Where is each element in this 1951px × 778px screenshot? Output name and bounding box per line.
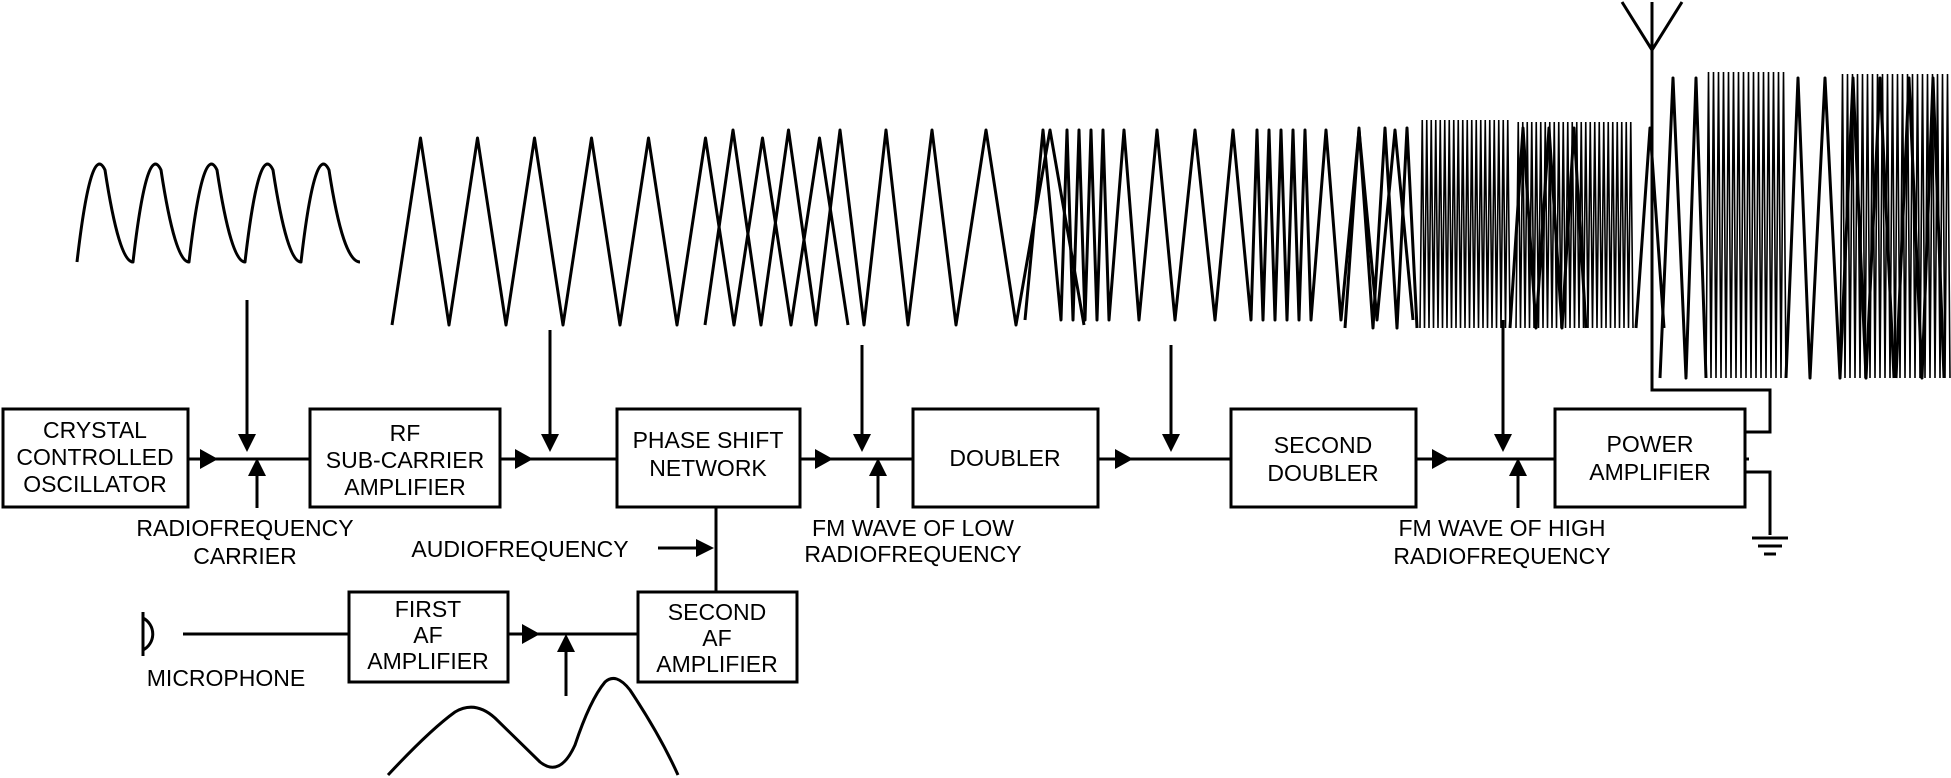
antenna-icon [1620,1,1684,53]
doubler-block: DOUBLER [911,407,1100,509]
svg-text:NETWORK: NETWORK [649,455,767,481]
audiofrequency-label: AUDIOFREQUENCY [411,536,628,562]
ground-icon [1752,536,1788,556]
rf-subcarrier-amplifier-block: RF SUB-CARRIER AMPLIFIER [308,407,502,509]
svg-text:DOUBLER: DOUBLER [949,445,1060,471]
carrier-waveform [75,162,361,264]
waveform-arrows-down [238,300,1512,452]
phase-modulated-waveform [703,128,1086,327]
fm-wave-high-label: FM WAVE OF HIGH RADIOFREQUENCY [1393,515,1610,569]
svg-text:PHASE SHIFT: PHASE SHIFT [633,427,784,453]
amplified-carrier-waveform [390,136,850,327]
svg-text:AMPLIFIER: AMPLIFIER [656,651,777,677]
second-doubler-block: SECOND DOUBLER [1229,407,1418,509]
svg-text:FM WAVE OF HIGH: FM WAVE OF HIGH [1399,515,1606,541]
second-doubler-waveform [1343,119,1666,330]
audio-waveform [386,676,680,777]
svg-text:OSCILLATOR: OSCILLATOR [23,471,167,497]
phase-shift-network-block: PHASE SHIFT NETWORK [615,407,802,509]
svg-text:AMPLIFIER: AMPLIFIER [1589,459,1710,485]
svg-text:CARRIER: CARRIER [193,543,297,569]
svg-text:RADIOFREQUENCY: RADIOFREQUENCY [1393,543,1610,569]
svg-text:SUB-CARRIER: SUB-CARRIER [326,447,484,473]
power-amplifier-waveform [1658,71,1951,380]
microphone-label: MICROPHONE [147,665,305,691]
svg-text:FIRST: FIRST [395,596,461,622]
svg-text:AF: AF [413,622,442,648]
svg-text:RADIOFREQUENCY: RADIOFREQUENCY [136,515,353,541]
svg-text:RADIOFREQUENCY: RADIOFREQUENCY [804,541,1021,567]
first-doubler-waveform [1023,128,1415,322]
svg-text:DOUBLER: DOUBLER [1267,460,1378,486]
svg-text:CRYSTAL: CRYSTAL [43,417,147,443]
svg-text:SECOND: SECOND [1274,432,1372,458]
svg-text:AF: AF [702,625,731,651]
svg-text:SECOND: SECOND [668,599,766,625]
second-af-amplifier-block: SECOND AF AMPLIFIER [636,590,799,684]
power-amplifier-block: POWER AMPLIFIER [1553,407,1747,509]
svg-text:POWER: POWER [1607,431,1694,457]
microphone-icon [141,612,155,656]
test-point-arrows-up [248,458,1527,696]
svg-text:AMPLIFIER: AMPLIFIER [344,474,465,500]
svg-text:AMPLIFIER: AMPLIFIER [367,648,488,674]
svg-text:RF: RF [390,420,421,446]
crystal-oscillator-block: CRYSTAL CONTROLLED OSCILLATOR [1,407,190,509]
first-af-amplifier-block: FIRST AF AMPLIFIER [347,590,510,684]
radiofrequency-carrier-label: RADIOFREQUENCY CARRIER [136,515,353,569]
fm-wave-low-label: FM WAVE OF LOW RADIOFREQUENCY [804,515,1021,567]
svg-text:FM WAVE OF LOW: FM WAVE OF LOW [812,515,1014,541]
svg-text:CONTROLLED: CONTROLLED [16,444,173,470]
flow-arrowheads [200,449,1450,644]
